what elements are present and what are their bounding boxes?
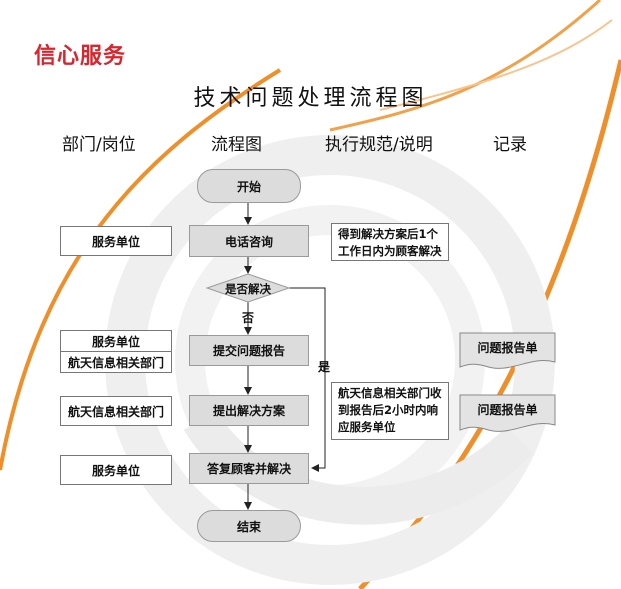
decision-label: 是否解决: [225, 282, 271, 296]
spec-note-2-line3: 应服务单位: [338, 420, 396, 434]
column-header-department: 部门/岗位: [62, 135, 136, 155]
column-header-record: 记录: [493, 135, 527, 155]
column-header-flowchart: 流程图: [211, 135, 262, 155]
column-header-spec: 执行规范/说明: [325, 135, 433, 155]
spec-note-1: 得到解决方案后1个 工作日内为顾客解决: [331, 223, 449, 261]
dept-aerospace-info-1: 航天信息相关部门: [60, 351, 172, 373]
brand-logo-text: 信心服务: [34, 44, 127, 69]
propose-solution-box: 提出解决方案: [189, 395, 309, 426]
spec-note-2-line1: 航天信息相关部门收: [338, 386, 442, 400]
end-node: 结束: [197, 510, 301, 542]
record-label-2: 问题报告单: [477, 403, 538, 417]
yes-branch-label: 是: [318, 360, 331, 374]
spec-note-1-line2: 工作日内为顾客解决: [338, 244, 442, 258]
record-label-1: 问题报告单: [477, 341, 538, 355]
record-document-1: [459, 332, 556, 369]
dept-service-unit-2: 服务单位: [60, 330, 172, 352]
no-branch-label: 否: [242, 311, 255, 325]
spec-note-2-line2: 到报告后2小时内响: [338, 403, 439, 417]
page-title: 技术问题处理流程图: [193, 86, 428, 111]
spec-note-1-line1: 得到解决方案后1个: [338, 227, 439, 241]
reply-customer-box: 答复顾客并解决: [189, 453, 309, 484]
dept-service-unit-3: 服务单位: [60, 455, 172, 485]
spec-note-2: 航天信息相关部门收 到报告后2小时内响 应服务单位: [331, 382, 449, 440]
submit-report-box: 提交问题报告: [189, 335, 309, 366]
arrow-yes-branch: [289, 287, 326, 472]
dept-aerospace-info-2: 航天信息相关部门: [60, 396, 172, 426]
start-node: 开始: [197, 169, 301, 203]
decision-diamond: [205, 273, 291, 303]
phone-consult-box: 电话咨询: [189, 225, 309, 257]
record-document-2: [459, 394, 556, 432]
dept-service-unit-1: 服务单位: [60, 226, 172, 256]
